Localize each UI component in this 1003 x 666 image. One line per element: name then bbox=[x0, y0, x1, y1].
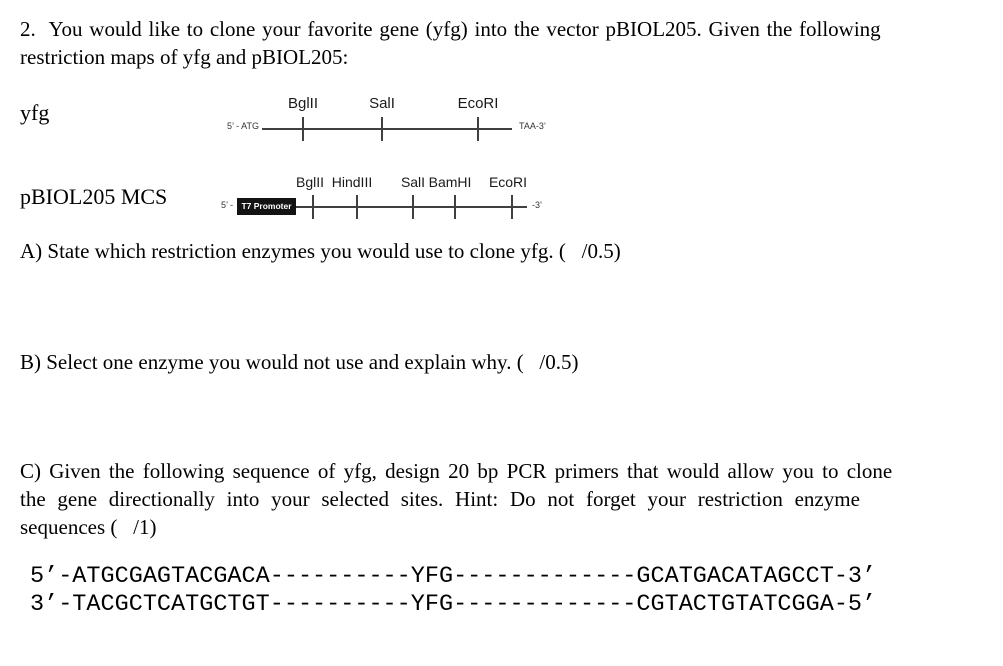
question-a-text: A) State which restriction enzymes you w… bbox=[20, 239, 621, 263]
yfg-ecori-site-label: EcoRI bbox=[457, 95, 499, 112]
pbiol205-three-prime-label: -3’ bbox=[532, 200, 543, 210]
yfg-five-prime-atg-label: 5’ - ATG bbox=[227, 121, 260, 131]
question-b-text: B) Select one enzyme you would not use a… bbox=[20, 350, 579, 374]
pbiol205-sali-site-label: SalI bbox=[400, 174, 426, 190]
yfg-bglii-site-label: BglII bbox=[287, 95, 319, 112]
question-intro-line-1: 2. You would like to clone your favorite… bbox=[20, 17, 881, 41]
pbiol205-bglii-site-label: BglII bbox=[295, 174, 325, 190]
question-c-line-1: C) Given the following sequence of yfg, … bbox=[20, 459, 893, 483]
question-intro-line-2: restriction maps of yfg and pBIOL205: bbox=[20, 45, 349, 69]
yfg-taa-three-prime-label: TAA-3’ bbox=[519, 121, 546, 131]
pbiol205-sali-site-tick bbox=[412, 195, 414, 219]
yfg-sequence-top-strand: 5’-ATGCGAGTACGACA----------YFG----------… bbox=[30, 563, 877, 590]
question-c-line-3: sequences ( /1) bbox=[20, 515, 157, 539]
yfg-ecori-site-tick bbox=[477, 117, 479, 141]
pbiol205-hindiii-site-tick bbox=[356, 195, 358, 219]
yfg-sali-site-label: SalI bbox=[369, 95, 395, 112]
pbiol205-backbone-line bbox=[296, 206, 527, 208]
yfg-map-title: yfg bbox=[20, 100, 50, 125]
yfg-sali-site-tick bbox=[381, 117, 383, 141]
t7-promoter-box: T7 Promoter bbox=[237, 198, 296, 215]
yfg-backbone-line bbox=[262, 128, 512, 130]
pbiol205-ecori-site-tick bbox=[511, 195, 513, 219]
pbiol205-map-title: pBIOL205 MCS bbox=[20, 184, 168, 209]
pbiol205-ecori-site-label: EcoRI bbox=[488, 174, 528, 190]
pbiol205-bglii-site-tick bbox=[312, 195, 314, 219]
pbiol205-bamhi-site-label: BamHI bbox=[428, 174, 472, 190]
pbiol205-bamhi-site-tick bbox=[454, 195, 456, 219]
pbiol205-hindiii-site-label: HindIII bbox=[331, 174, 373, 190]
yfg-bglii-site-tick bbox=[302, 117, 304, 141]
question-c-line-2: the gene directionally into your selecte… bbox=[20, 487, 860, 511]
yfg-sequence-bottom-strand: 3’-TACGCTCATGCTGT----------YFG----------… bbox=[30, 591, 877, 618]
pbiol205-five-prime-label: 5’ - bbox=[221, 200, 234, 210]
